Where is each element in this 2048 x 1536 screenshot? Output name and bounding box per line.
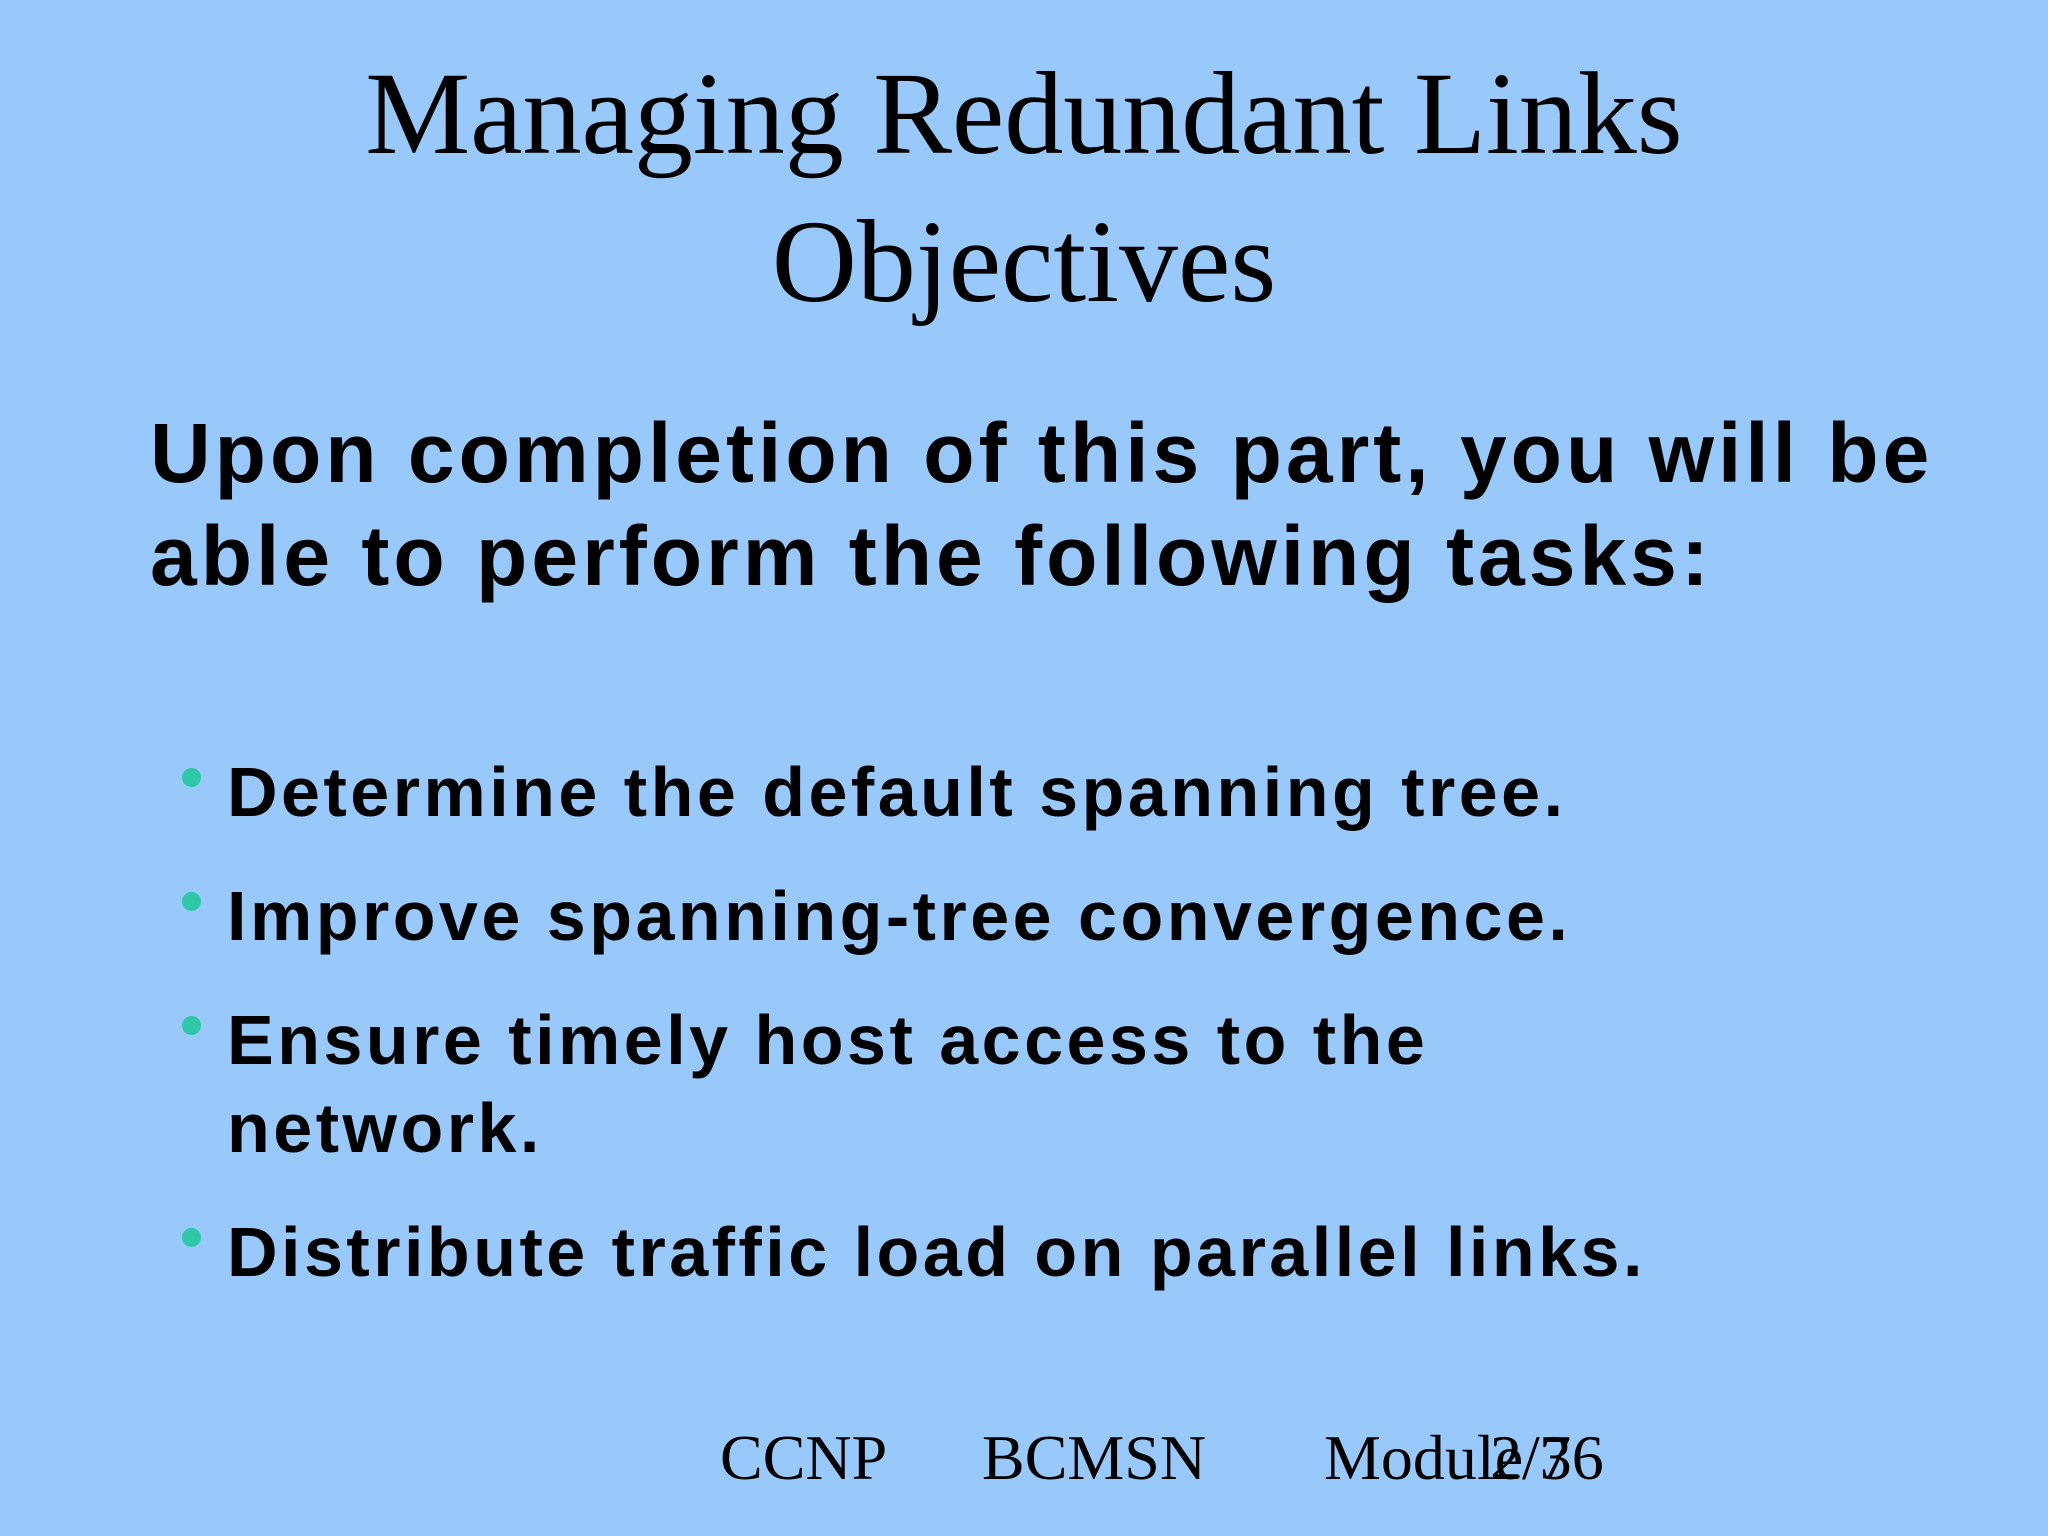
list-item: Determine the default spanning tree. bbox=[172, 748, 1992, 836]
bullet-dot-icon bbox=[182, 1228, 201, 1247]
bullet-dot-icon bbox=[182, 892, 201, 911]
list-item-text: Distribute traffic load on parallel link… bbox=[227, 1213, 1646, 1291]
slide-title: Managing Redundant Links Objectives bbox=[0, 40, 2048, 336]
list-item-text: Determine the default spanning tree. bbox=[227, 753, 1567, 831]
intro-text: Upon completion of this part, you will b… bbox=[150, 406, 1934, 603]
footer-module: Module 7 bbox=[1324, 1422, 1572, 1493]
objectives-list: Determine the default spanning tree. Imp… bbox=[172, 748, 1992, 1332]
list-item-text: Ensure timely host access to the network… bbox=[227, 1001, 1429, 1167]
bullet-dot-icon bbox=[182, 1016, 201, 1035]
list-item-text: Improve spanning-tree convergence. bbox=[227, 877, 1572, 955]
list-item: Improve spanning-tree convergence. bbox=[172, 872, 1992, 960]
slide-title-line-1: Managing Redundant Links bbox=[365, 48, 1683, 179]
list-item: Ensure timely host access to the network… bbox=[172, 996, 1992, 1172]
footer-course: CCNP bbox=[720, 1422, 888, 1493]
footer-page-number: 2/36 bbox=[1490, 1422, 1604, 1493]
slide-title-line-2: Objectives bbox=[771, 196, 1277, 327]
list-item: Distribute traffic load on parallel link… bbox=[172, 1208, 1992, 1296]
footer-subject: BCMSN bbox=[982, 1422, 1207, 1493]
bullet-dot-icon bbox=[182, 768, 201, 787]
